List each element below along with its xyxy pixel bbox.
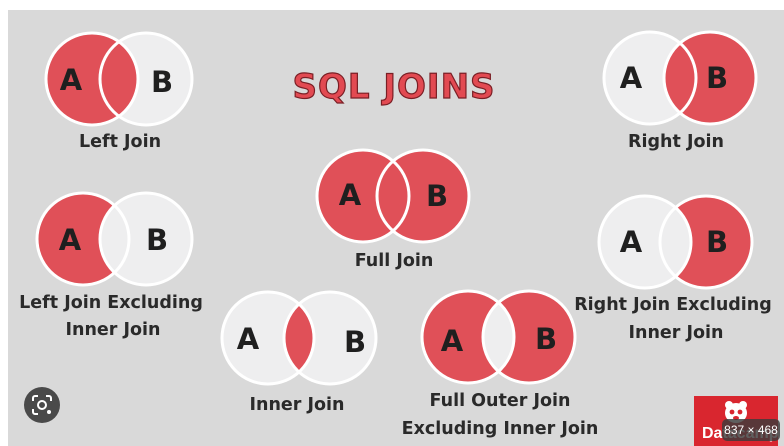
set-b-outline xyxy=(481,289,577,385)
set-b-circle xyxy=(377,150,469,242)
set-a-label: A xyxy=(620,61,643,95)
set-a-outline xyxy=(44,31,140,127)
right-join-diagram: A B Right Join xyxy=(602,30,758,152)
set-b-outline xyxy=(98,191,194,287)
set-b-outline xyxy=(282,290,378,386)
set-b-label: B xyxy=(426,179,448,213)
inner-join-caption: Inner Join xyxy=(249,395,344,415)
full-join-diagram: A B Full Join xyxy=(315,148,471,271)
set-a-label: A xyxy=(339,178,362,212)
set-b-outline xyxy=(375,148,471,244)
inner-join-diagram: A B Inner Join xyxy=(220,290,378,415)
set-b-outline xyxy=(662,30,758,126)
right-join-excluding-caption-line-2: Inner Join xyxy=(628,323,723,343)
image-search-icon xyxy=(32,395,52,415)
set-b-label: B xyxy=(146,223,168,257)
image-size-badge: 837 × 468 xyxy=(722,419,780,441)
left-join-excluding-caption-line-1: Left Join Excluding xyxy=(19,293,203,313)
top-strip xyxy=(0,0,784,10)
overlap-region xyxy=(100,33,138,125)
set-b-label: B xyxy=(706,61,728,95)
set-a-label: A xyxy=(441,324,464,358)
set-a-outline xyxy=(602,30,698,126)
set-b-label: B xyxy=(706,225,728,259)
set-a-label: A xyxy=(237,322,260,356)
full-join-caption: Full Join xyxy=(355,251,434,271)
right-join-excluding-diagram: A B Right Join Excluding Inner Join xyxy=(574,194,772,343)
set-b-label: B xyxy=(344,325,366,359)
right-join-caption: Right Join xyxy=(628,132,724,152)
overlap-region xyxy=(664,32,696,124)
full-outer-excluding-diagram: A B Full Outer Join Excluding Inner Join xyxy=(402,289,599,439)
set-b-outline xyxy=(98,31,194,127)
set-a-label: A xyxy=(59,223,82,257)
set-a-outline xyxy=(315,148,411,244)
set-a-label: A xyxy=(60,63,83,97)
image-search-button[interactable] xyxy=(24,387,60,423)
left-join-excluding-caption-line-2: Inner Join xyxy=(65,320,160,340)
overlap-region xyxy=(660,196,691,288)
set-b-label: B xyxy=(535,322,557,356)
right-join-excluding-caption-line-1: Right Join Excluding xyxy=(574,295,772,315)
page-title: SQL JOINS xyxy=(292,67,495,107)
overlap-region xyxy=(483,291,514,383)
set-b-label: B xyxy=(151,65,173,99)
full-outer-excluding-caption-line-2: Excluding Inner Join xyxy=(402,419,599,439)
left-join-diagram: A B Left Join xyxy=(44,31,194,152)
set-a-outline xyxy=(420,289,516,385)
full-outer-excluding-caption-line-1: Full Outer Join xyxy=(430,391,571,411)
left-join-caption: Left Join xyxy=(79,132,161,152)
set-a-outline xyxy=(597,194,693,290)
left-join-excluding-diagram: A B Left Join Excluding Inner Join xyxy=(19,191,203,340)
set-a-label: A xyxy=(620,225,643,259)
set-a-outline xyxy=(220,290,316,386)
set-b-outline xyxy=(658,194,754,290)
set-a-outline xyxy=(35,191,131,287)
